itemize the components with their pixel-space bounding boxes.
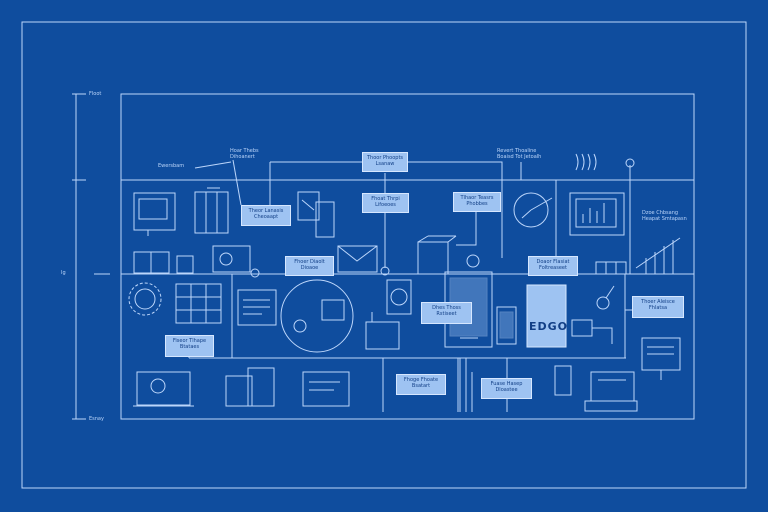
growth-chart-icon — [635, 237, 681, 274]
tv-icon — [641, 337, 681, 380]
gauge-icon — [513, 192, 553, 228]
label-center-upper: Fhoat Thrpi Lifoeoes — [362, 193, 409, 213]
heat-lines-icon — [575, 153, 597, 171]
label-left-mid: Fhoer Diaolt Dioaoe — [285, 256, 334, 276]
phone-screen-icon — [499, 311, 514, 339]
workstation-icon — [584, 371, 638, 412]
cog-icon — [128, 282, 162, 316]
keypad-grid-icon — [175, 283, 222, 324]
label-left-lower: Fiseor Tlhape Btataes — [165, 335, 214, 357]
tablet-text: EDGO — [529, 320, 569, 333]
pipes-icon — [457, 358, 473, 412]
label-bottom-right: Fuase Hasep Dloastee — [481, 378, 532, 399]
guitar-icon — [596, 285, 615, 310]
label-bottom-center: Fhoge Fhoate Bsatart — [396, 374, 446, 395]
plug-icon — [571, 319, 613, 344]
axis-label-bottom: Esnay — [89, 416, 104, 422]
document-stack-icon — [297, 191, 335, 238]
gear-small-icon — [466, 254, 480, 268]
note-top-left: Hoar Thebs Dihoanert — [230, 148, 259, 160]
phone-dial-icon — [386, 279, 412, 315]
label-left-upper: Theor Lanasis Cheoaapt — [241, 205, 291, 226]
phone-outline-icon — [496, 306, 517, 345]
bar-chart-monitor-icon — [569, 192, 625, 236]
terminal-icon — [554, 365, 572, 396]
drive-monitor-icon — [133, 371, 194, 407]
laptop-bag-icon — [365, 312, 400, 350]
cube-block-icon — [417, 235, 457, 275]
note-top-right: Revert Thoaline Boaisd Tot Jetoalh — [497, 148, 542, 160]
server-rack-icon — [194, 187, 229, 234]
outer-frame — [21, 21, 747, 489]
note-right: Dzoe Chbsang Heapat Smtapasn — [642, 210, 687, 222]
screen-panel-icon — [237, 289, 277, 326]
storage-box-icon — [595, 261, 627, 275]
axis-label-middle: Ig — [61, 270, 66, 276]
axis-label-top: Floot — [89, 91, 102, 97]
label-top-center: Thoor Phoopts Lsanaw — [362, 152, 408, 172]
diagram-frame — [120, 93, 695, 420]
label-right-mid: Doaor Flasiat Foltreaseet — [528, 256, 578, 276]
label-center-mid: Dhes Thoss Rstiseet — [421, 302, 472, 324]
router-icon — [212, 245, 260, 278]
envelope-icon — [337, 245, 378, 273]
network-circle-icon — [280, 279, 354, 353]
label-far-right: Thoer Aleisce Fhlatsa — [632, 296, 684, 318]
note-left: Ewersbam — [158, 163, 185, 169]
window-stack-icon — [225, 367, 275, 407]
browser-window-icon — [302, 371, 350, 407]
node-dot-icon — [380, 266, 390, 276]
info-dot-icon — [625, 158, 635, 168]
tablet-device-icon — [526, 284, 567, 348]
dimension-axis — [72, 93, 110, 420]
desk-unit-icon — [133, 251, 194, 274]
monitor-icon — [133, 192, 176, 236]
label-right-upper: Tlhaor Teasrs Phobbes — [453, 192, 501, 212]
